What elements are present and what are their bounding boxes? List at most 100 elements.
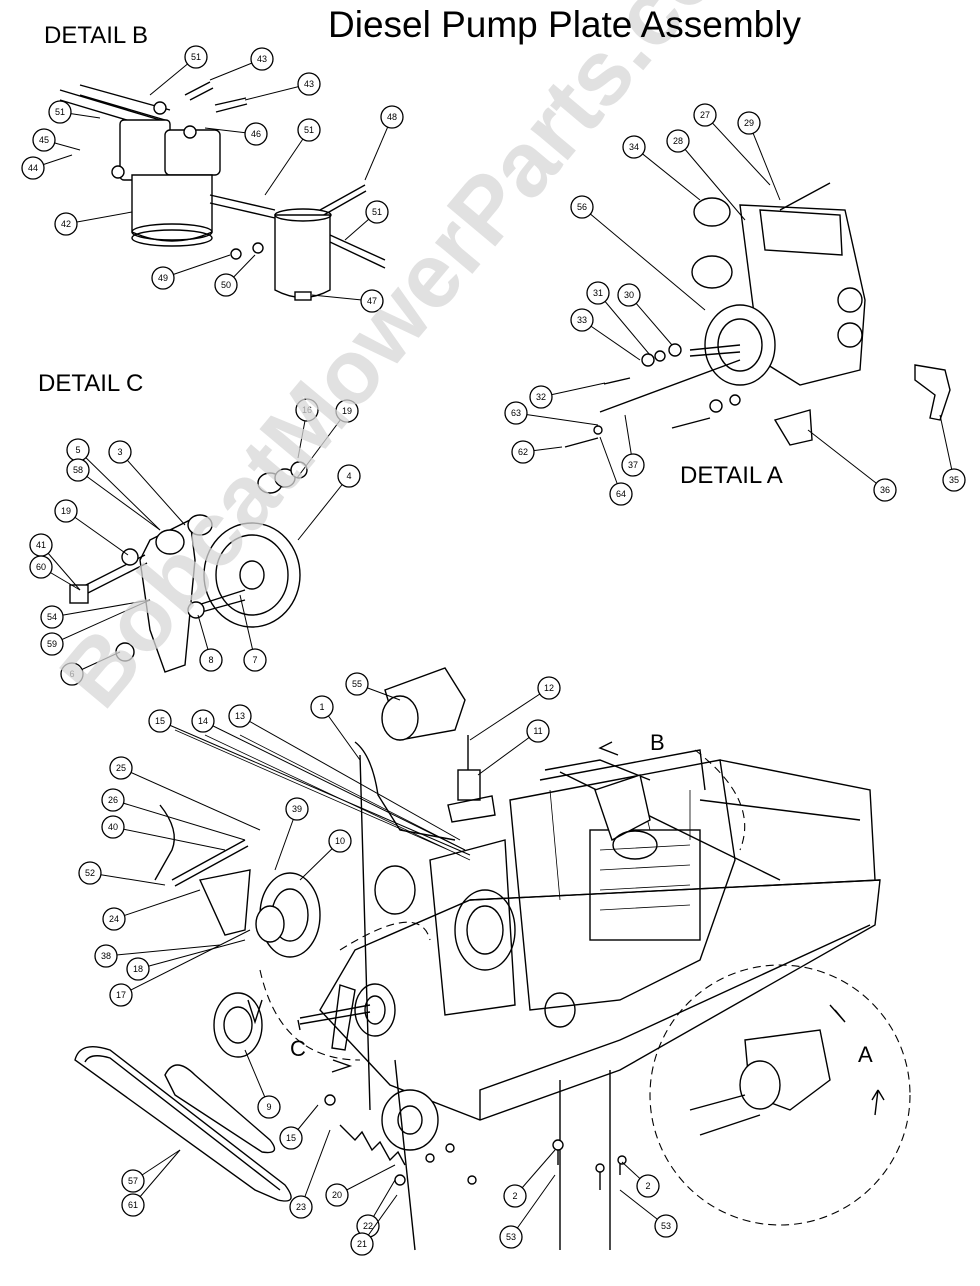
callout-number: 9 (266, 1102, 271, 1112)
callout-detail-c-8: 8 (199, 648, 223, 672)
callout-detail-c-54: 54 (40, 605, 64, 629)
callout-number: 43 (304, 79, 314, 89)
callout-main-1: 1 (310, 695, 334, 719)
callout-number: 61 (128, 1200, 138, 1210)
callout-number: 53 (661, 1221, 671, 1231)
callout-number: 29 (744, 118, 754, 128)
callout-leader (677, 140, 746, 221)
callout-number: 38 (101, 951, 111, 961)
callout-detail-b-51: 51 (184, 45, 208, 69)
callout-leader (296, 410, 348, 479)
callout-number: 2 (645, 1181, 650, 1191)
callout-number: 12 (544, 683, 554, 693)
callout-number: 53 (506, 1232, 516, 1242)
callout-number: 7 (252, 655, 257, 665)
callout-detail-a-63: 63 (504, 401, 528, 425)
callout-number: 42 (61, 219, 71, 229)
callout-number: 40 (108, 822, 118, 832)
detail-b-label: DETAIL B (44, 22, 149, 49)
callout-number: 10 (335, 836, 345, 846)
callout-number: 47 (367, 296, 377, 306)
callout-main-17: 17 (109, 983, 133, 1007)
callout-number: 44 (28, 163, 38, 173)
callout-number: 11 (533, 726, 542, 736)
callout-detail-b-51: 51 (365, 200, 389, 224)
callout-detail-c-3: 3 (108, 440, 132, 464)
callout-main-18: 18 (126, 957, 150, 981)
callout-number: 51 (372, 207, 382, 217)
callout-main-12: 12 (537, 676, 561, 700)
callout-detail-a-32: 32 (529, 385, 553, 409)
callout-detail-b-49: 49 (151, 266, 175, 290)
callout-number: 13 (235, 711, 245, 721)
callout-leader (77, 469, 161, 531)
callout-number: 51 (191, 52, 201, 62)
callout-number: 34 (629, 142, 639, 152)
callout-main-24: 24 (102, 907, 126, 931)
callout-detail-c-4: 4 (337, 464, 361, 488)
callout-leader (112, 826, 226, 851)
callout-number: 54 (47, 612, 57, 622)
callout-number: 39 (292, 804, 302, 814)
callout-number: 50 (221, 280, 231, 290)
callout-leader (581, 206, 706, 311)
callout-main-15: 15 (279, 1126, 303, 1150)
callout-main-53: 53 (654, 1214, 678, 1238)
callout-leader (89, 872, 166, 886)
callout-leader (51, 599, 151, 645)
callout-main-40: 40 (101, 815, 125, 839)
callout-main-15: 15 (148, 709, 172, 733)
callout-leader (105, 944, 221, 957)
callout-leader (477, 730, 539, 776)
callout-number: 63 (511, 408, 521, 418)
callout-number: 58 (73, 465, 83, 475)
callout-number: 64 (616, 489, 626, 499)
callout-main-53: 53 (499, 1225, 523, 1249)
callout-detail-c-16: 16 (295, 398, 319, 422)
callout-leader (120, 767, 261, 831)
callout-number: 41 (36, 540, 46, 550)
main-assembly-drawing (74, 667, 911, 1251)
callout-detail-a-27: 27 (693, 103, 717, 127)
callout-number: 36 (880, 485, 890, 495)
detail-c-label: DETAIL C (38, 370, 144, 397)
callout-number: 19 (342, 406, 352, 416)
callout-number: 49 (158, 273, 168, 283)
callout-number: 2 (512, 1191, 517, 1201)
callout-number: 62 (518, 447, 528, 457)
callout-number: 1 (319, 702, 324, 712)
callout-number: 60 (36, 562, 46, 572)
callout-detail-a-31: 31 (586, 281, 610, 305)
detail-a-label: DETAIL A (680, 462, 783, 489)
callout-leader (77, 449, 161, 531)
callout-detail-a-36: 36 (873, 478, 897, 502)
callout-main-25: 25 (109, 756, 133, 780)
callout-main-9: 9 (257, 1095, 281, 1119)
callout-detail-c-6: 6 (60, 662, 84, 686)
detail-a-drawing (564, 182, 951, 448)
callout-number: 30 (624, 290, 634, 300)
callout-number: 31 (593, 288, 603, 298)
callout-detail-a-64: 64 (609, 482, 633, 506)
callout-leader (704, 114, 771, 186)
callout-leader (119, 451, 186, 526)
callout-number: 48 (387, 112, 397, 122)
callout-detail-b-43: 43 (250, 47, 274, 71)
callout-number: 16 (302, 405, 312, 415)
callout-detail-b-51: 51 (48, 100, 72, 124)
callout-main-55: 55 (345, 672, 369, 696)
callout-main-20: 20 (325, 1183, 349, 1207)
callout-leader (515, 412, 599, 426)
callout-main-14: 14 (191, 709, 215, 733)
callout-main-38: 38 (94, 944, 118, 968)
callout-number: 43 (257, 54, 267, 64)
callout-detail-a-28: 28 (666, 129, 690, 153)
callout-leader (633, 146, 701, 201)
callout-main-13: 13 (228, 704, 252, 728)
callout-detail-b-48: 48 (380, 105, 404, 129)
callout-number: 25 (116, 763, 126, 773)
callout-leader (132, 1149, 181, 1206)
callout-number: 37 (628, 460, 638, 470)
callout-leader (159, 720, 471, 856)
callout-main-11: 11 (526, 719, 550, 743)
